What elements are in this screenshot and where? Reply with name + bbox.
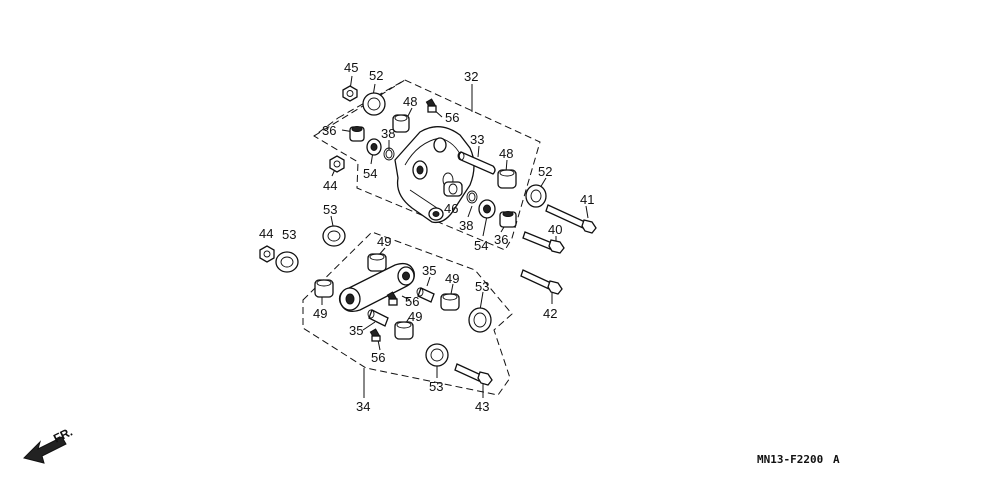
collar-33 [457, 151, 496, 175]
diagram-code-text: MN13-F2200 [757, 453, 823, 466]
label-44-left: 44 [259, 226, 273, 241]
label-45: 45 [344, 60, 358, 75]
label-53-upper-left: 53 [323, 202, 337, 217]
label-33: 33 [470, 132, 484, 147]
front-direction-arrow: FR. [23, 425, 75, 464]
nut-45 [342, 85, 358, 102]
dust-seal-53-left [275, 251, 299, 273]
label-53-left: 53 [282, 227, 296, 242]
label-48-upper: 48 [403, 94, 417, 109]
circlip-38-upper [383, 147, 395, 161]
label-41: 41 [580, 192, 594, 207]
dust-seal-53-upper-left [322, 225, 346, 247]
group-34-outline [302, 231, 513, 396]
label-49-right: 49 [445, 271, 459, 286]
label-38-right: 38 [459, 218, 473, 233]
dust-seal-53-right [468, 307, 492, 333]
shock-link-34 [338, 262, 415, 313]
nut-44-left [259, 245, 275, 263]
label-54-right: 54 [474, 238, 488, 253]
label-38-upper: 38 [381, 126, 395, 141]
oil-seal-54-right [478, 199, 496, 219]
group-32-top-boundary [313, 79, 406, 137]
shock-arm-32 [394, 126, 475, 224]
label-35-right: 35 [422, 263, 436, 278]
oil-seal-54-upper [366, 138, 382, 156]
label-54-upper: 54 [363, 166, 377, 181]
nut-44-upper [329, 155, 345, 173]
label-42: 42 [543, 306, 557, 321]
label-52-right: 52 [538, 164, 552, 179]
label-49-top: 49 [377, 234, 391, 249]
callout-labels: 45 52 32 48 56 36 38 33 48 54 44 52 41 4… [259, 60, 594, 414]
bushing-49-top [367, 253, 387, 272]
label-36-upper: 36 [322, 123, 336, 138]
label-53-bottom: 53 [429, 379, 443, 394]
diagram-code-suffix: A [833, 453, 840, 466]
bushing-49-left [314, 279, 334, 298]
dust-seal-52-right [525, 184, 547, 208]
label-46: 46 [444, 201, 458, 216]
grease-nipple-56-upper [425, 98, 437, 113]
label-43: 43 [475, 399, 489, 414]
collar-35-left [367, 309, 389, 327]
circlip-38-right [466, 190, 478, 204]
bushing-49-right [440, 293, 460, 311]
cap-36-upper [349, 126, 365, 142]
label-44-upper: 44 [323, 178, 337, 193]
label-34: 34 [356, 399, 370, 414]
label-48-right: 48 [499, 146, 513, 161]
label-56-mid: 56 [405, 294, 419, 309]
label-49-bottom: 49 [408, 309, 422, 324]
bushing-49-bottom [394, 321, 414, 340]
label-52-upper: 52 [369, 68, 383, 83]
bushing-46 [443, 181, 463, 197]
grease-nipple-56-lower [369, 328, 381, 342]
dust-seal-53-bottom [425, 343, 449, 367]
dust-seal-52-upper [362, 92, 386, 116]
bolt-41 [545, 204, 597, 234]
diagram-code: MN13-F2200 A [757, 453, 840, 466]
label-56-lower: 56 [371, 350, 385, 365]
collar-35-right [416, 287, 435, 303]
grease-nipple-56-mid [386, 291, 398, 306]
front-label: FR. [51, 425, 75, 446]
label-32: 32 [464, 69, 478, 84]
bushing-48-upper [392, 114, 410, 133]
label-35-left: 35 [349, 323, 363, 338]
bolt-42 [520, 269, 563, 295]
label-56-upper: 56 [445, 110, 459, 125]
group-32-outline [313, 79, 541, 251]
label-40: 40 [548, 222, 562, 237]
label-49-left: 49 [313, 306, 327, 321]
label-53-right: 53 [475, 279, 489, 294]
label-36-right: 36 [494, 232, 508, 247]
cap-36-right [499, 211, 517, 228]
bushing-48-right [497, 169, 517, 189]
bolt-43 [454, 363, 493, 386]
bolt-40 [522, 231, 565, 254]
